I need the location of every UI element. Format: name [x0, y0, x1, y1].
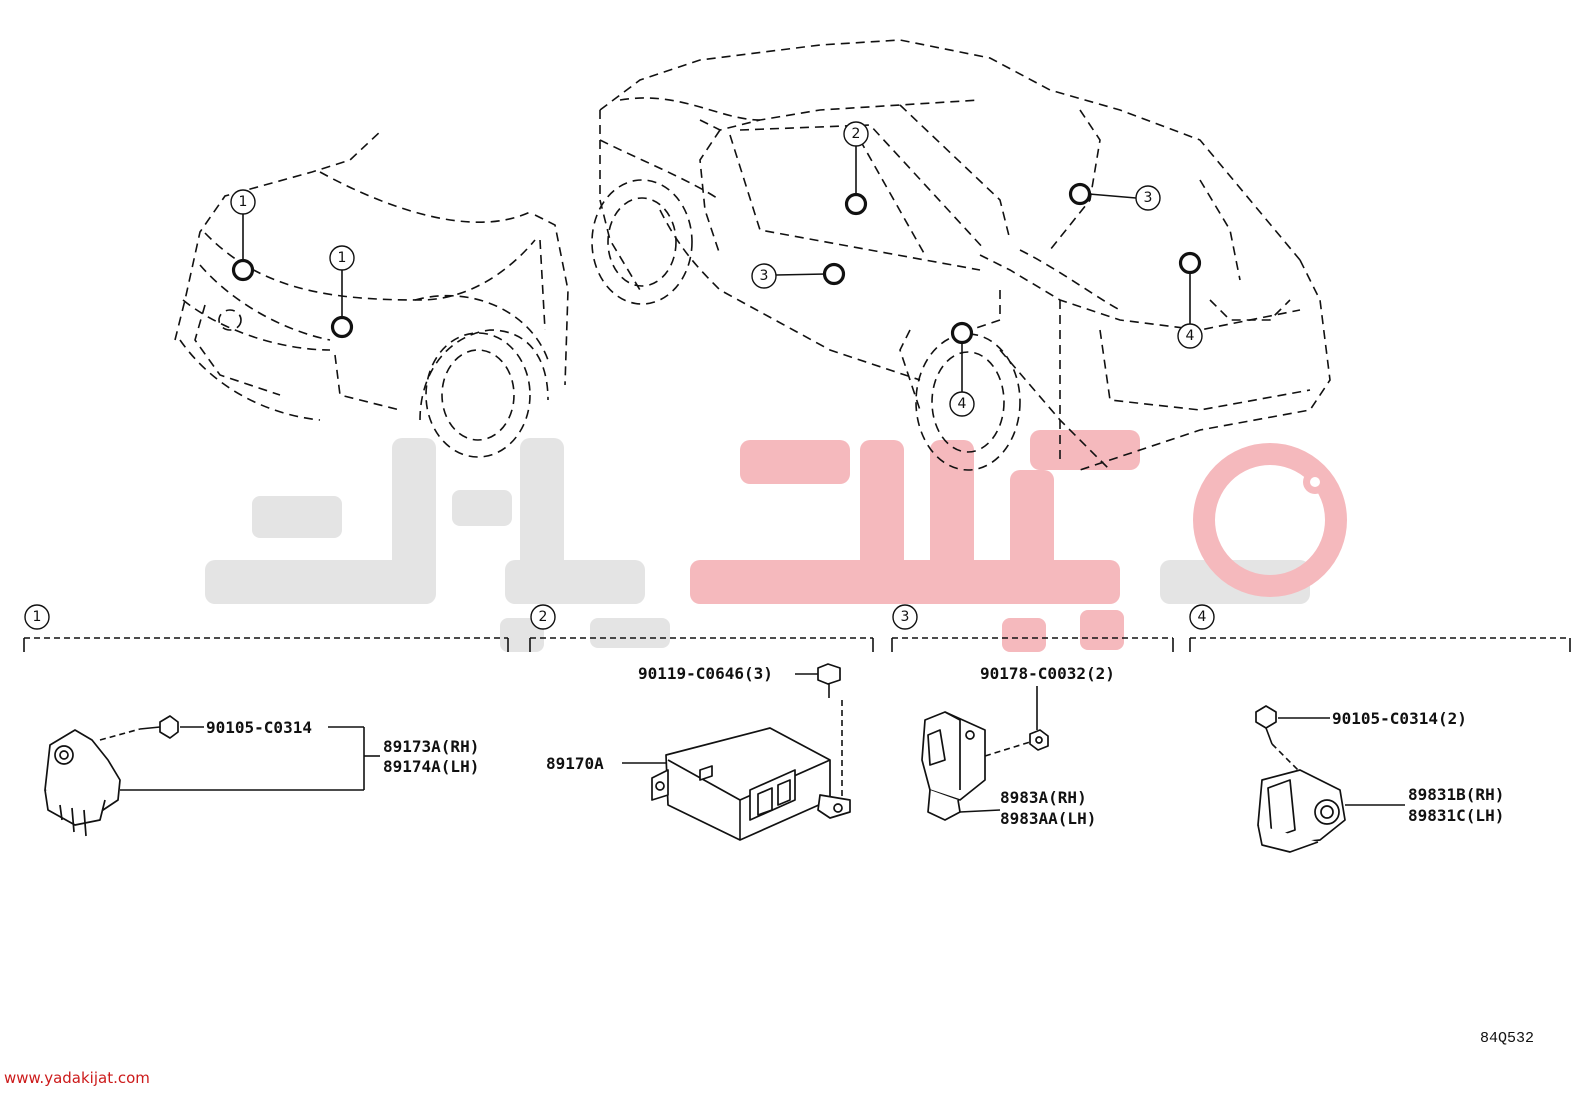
callout-3-side: 3	[760, 268, 769, 284]
section-4-label: 4	[1198, 609, 1207, 625]
section-3-side-airbag-sensor: 90178-C0032(2) 8983A(RH) 8983AA(LH)	[921, 664, 1115, 828]
watermark-url: www.yadakijat.com	[4, 1069, 150, 1087]
bolt-90119-C0646-label: 90119-C0646(3)	[638, 664, 773, 683]
callout-4-wheel: 4	[958, 396, 967, 412]
part-8983A-label: 8983A(RH)	[1000, 788, 1087, 807]
section-2-airbag-ecu: 90119-C0646(3) 89170A	[546, 663, 851, 841]
callout-1-right: 1	[338, 250, 347, 266]
part-89831C-label: 89831C(LH)	[1408, 806, 1504, 825]
section-1-front-airbag-sensor: 90105-C0314 89173A(RH) 89174A(LH)	[44, 715, 479, 837]
section-4-rear-airbag-sensor: 90105-C0314(2) 89831B(RH) 89831C(LH)	[1255, 705, 1504, 853]
callout-1-left: 1	[239, 194, 248, 210]
watermark-logo	[205, 430, 1347, 652]
car-front-view: 1 1	[174, 129, 569, 458]
car-perspective-view: 2 3 3 4 4	[591, 39, 1331, 471]
part-89173A-label: 89173A(RH)	[383, 737, 479, 756]
callout-4-rear: 4	[1186, 328, 1195, 344]
part-89170A-label: 89170A	[546, 754, 604, 773]
callout-2: 2	[852, 126, 861, 142]
nut-90178-C0032-label: 90178-C0032(2)	[980, 664, 1115, 683]
callout-3-rear: 3	[1144, 190, 1153, 206]
diagram-code: 84Q532	[1479, 1030, 1534, 1047]
section-3-label: 3	[901, 609, 910, 625]
section-1-label: 1	[33, 609, 42, 625]
section-2-label: 2	[539, 609, 548, 625]
section-headers: 1 2 3 4	[23, 604, 1571, 652]
part-89174A-label: 89174A(LH)	[383, 757, 479, 776]
part-89831B-label: 89831B(RH)	[1408, 785, 1504, 804]
part-8983AA-label: 8983AA(LH)	[1000, 809, 1096, 828]
bolt-90105-C0314-2-label: 90105-C0314(2)	[1332, 709, 1467, 728]
bolt-90105-C0314-label: 90105-C0314	[206, 718, 312, 737]
